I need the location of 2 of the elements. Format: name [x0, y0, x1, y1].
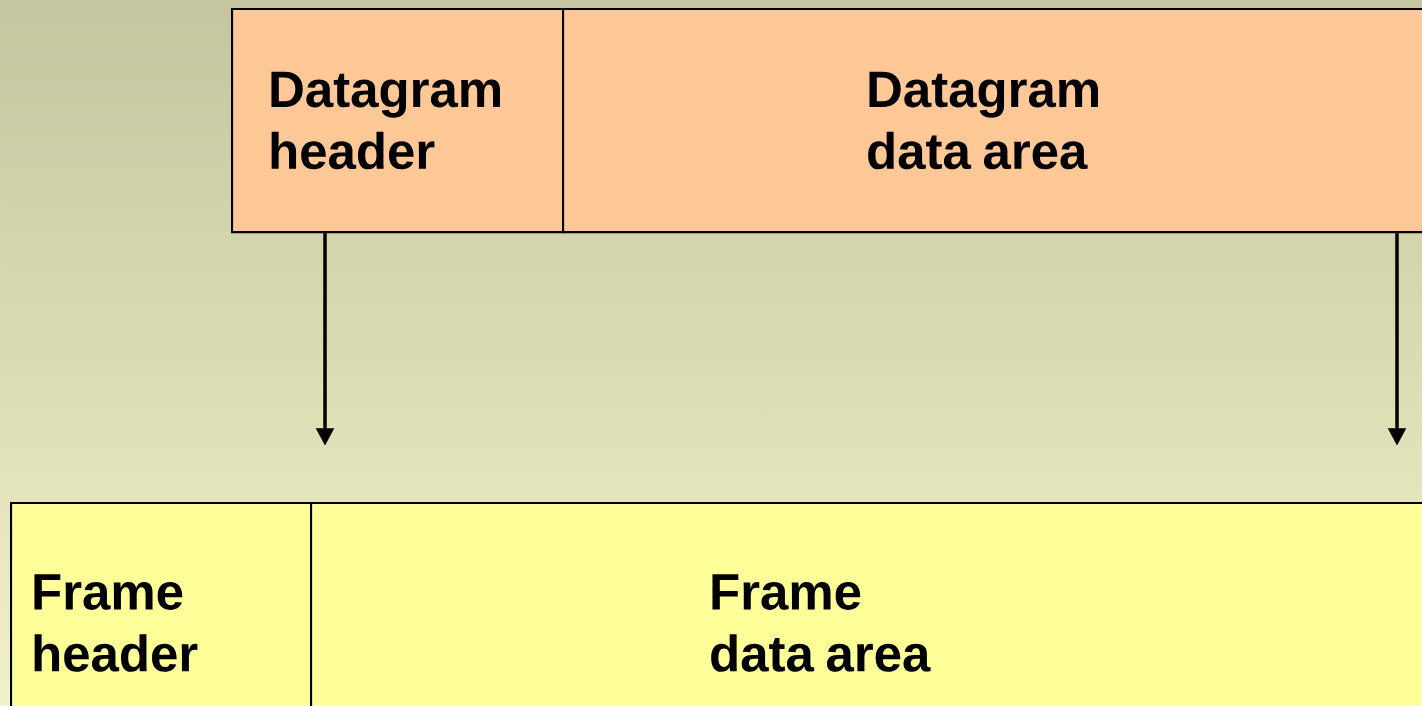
- header-box: Datagram header: [231, 8, 565, 234]
- header-box: Frame header: [10, 502, 313, 706]
